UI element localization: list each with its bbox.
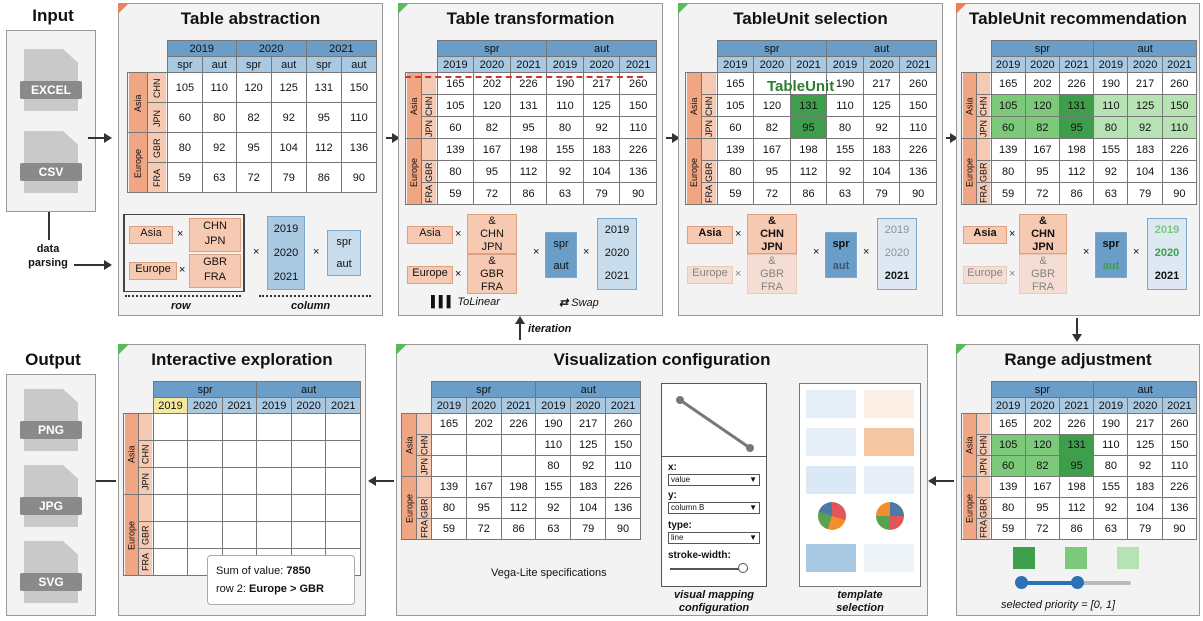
- priority-swatch-light: [1117, 547, 1139, 569]
- template-pie-chart[interactable]: [818, 502, 846, 530]
- csv-file-icon: CSV: [20, 131, 82, 193]
- line-preview-icon: [676, 396, 754, 452]
- png-file-icon: PNG: [20, 389, 82, 451]
- template-ranged-dot[interactable]: [806, 390, 856, 418]
- tolinear-button[interactable]: ▌▌▌ ToLinear: [431, 296, 500, 308]
- tolinear-icon: ▌▌▌: [431, 296, 455, 308]
- visual-mapping-panel: x: value▼ y: column B▼ type: line▼ strok…: [661, 383, 767, 587]
- stroke-slider-handle[interactable]: [738, 563, 748, 573]
- input-files-box: EXCEL CSV: [6, 30, 96, 212]
- excel-file-icon: EXCEL: [20, 49, 82, 111]
- data-parsing-label: data parsing: [28, 243, 68, 269]
- priority-slider-handle-max[interactable]: [1071, 576, 1084, 589]
- template-radial-plot[interactable]: [876, 502, 904, 530]
- parsing-arrow: [74, 260, 112, 270]
- output-files-box: PNG JPG SVG: [6, 374, 96, 616]
- row-label: row: [171, 300, 191, 312]
- stroke-slider[interactable]: [670, 568, 748, 570]
- jpg-file-icon: JPG: [20, 465, 82, 527]
- template-line-chart[interactable]: [864, 466, 914, 494]
- template-box-plot[interactable]: [864, 390, 914, 418]
- europe-chip: Europe: [129, 262, 177, 280]
- selected-priority-label: selected priority = [0, 1]: [1001, 599, 1116, 611]
- priority-swatch-dark: [1013, 547, 1035, 569]
- type-select[interactable]: line▼: [668, 532, 760, 544]
- parsing-line: [48, 212, 50, 240]
- template-horizon[interactable]: [806, 544, 856, 572]
- column-label: column: [291, 300, 331, 312]
- table-abstraction-title: Table abstraction: [180, 9, 321, 28]
- svg-file-icon: SVG: [20, 541, 82, 603]
- template-scatterplot[interactable]: [864, 544, 914, 572]
- input-arrow: [88, 133, 112, 143]
- priority-swatch-mid: [1065, 547, 1087, 569]
- swap-icon: ⇄: [559, 297, 569, 309]
- swap-button[interactable]: ⇄ Swap: [559, 297, 599, 309]
- priority-slider-handle-min[interactable]: [1015, 576, 1028, 589]
- iteration-label: iteration: [528, 323, 572, 335]
- output-title: Output: [25, 350, 81, 369]
- template-parallel[interactable]: [864, 428, 914, 456]
- vega-lite-label: Vega-Lite specifications: [491, 567, 607, 579]
- template-multi-line[interactable]: [806, 466, 856, 494]
- template-strip-plot[interactable]: [806, 428, 856, 456]
- tableunit-label: TableUnit: [767, 78, 835, 95]
- input-title: Input: [32, 6, 74, 25]
- y-select[interactable]: column B▼: [668, 502, 760, 514]
- x-select[interactable]: value▼: [668, 474, 760, 486]
- tooltip: Sum of value: 7850 row 2: Europe > GBR: [207, 555, 355, 605]
- template-gallery: [799, 383, 921, 587]
- asia-chip: Asia: [129, 226, 173, 244]
